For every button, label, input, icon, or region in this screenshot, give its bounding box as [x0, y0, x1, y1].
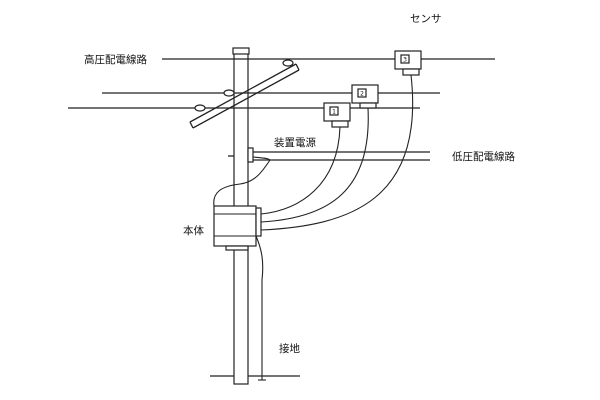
label-high-voltage-line: 高圧配電線路 [84, 53, 147, 66]
insulators [194, 59, 294, 112]
sensor-3: 3 [394, 50, 422, 76]
label-low-voltage-line: 低圧配電線路 [452, 150, 515, 163]
sensor-1-number: 1 [332, 109, 336, 116]
label-sensor: センサ [410, 13, 442, 25]
sensor-3-number: 3 [403, 57, 407, 64]
sensor-3-cable [260, 74, 414, 231]
device-power-tap [247, 147, 254, 163]
device-power-cable-lead [252, 156, 271, 161]
label-device-power: 装置電源 [274, 136, 316, 149]
pole-top-cap [232, 47, 250, 55]
main-unit [213, 205, 262, 251]
sensor-2-cable [260, 107, 369, 223]
crossarm [189, 63, 300, 129]
sensor-2: 2 [351, 84, 379, 109]
label-main-unit: 本体 [183, 224, 204, 237]
sensor-1: 1 [323, 102, 351, 128]
device-power-cable [213, 159, 271, 207]
ground-wire [255, 235, 264, 380]
label-ground: 接地 [279, 342, 300, 355]
sensor-2-number: 2 [360, 91, 364, 98]
sensor-1-cable [260, 126, 341, 215]
